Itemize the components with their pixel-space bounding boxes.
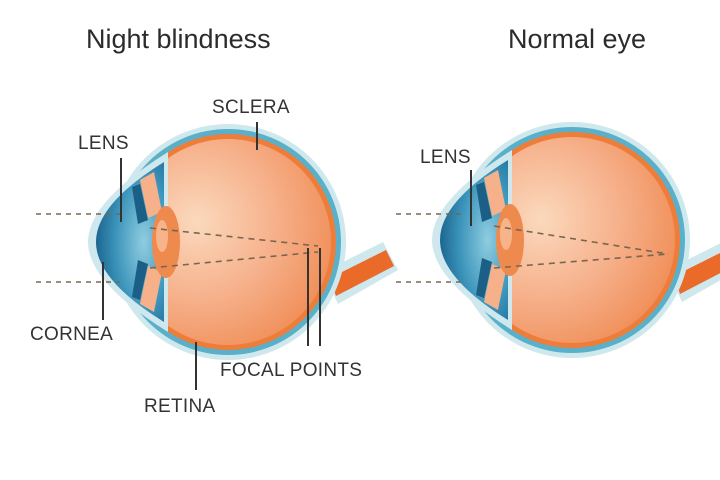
focal-ray-top-right xyxy=(493,225,669,255)
label-lens-left: LENS xyxy=(78,133,129,154)
label-cornea: CORNEA xyxy=(30,324,114,345)
night-blindness-eye xyxy=(36,122,398,390)
title-night-blindness: Night blindness xyxy=(86,24,271,54)
label-lens-right: LENS xyxy=(420,147,471,168)
title-normal-eye: Normal eye xyxy=(508,24,647,54)
normal-eye xyxy=(396,122,720,358)
label-retina: RETINA xyxy=(144,396,216,417)
focal-ray-bottom-right xyxy=(493,253,669,269)
label-sclera: SCLERA xyxy=(212,97,290,118)
label-focal-points: FOCAL POINTS xyxy=(220,360,363,381)
